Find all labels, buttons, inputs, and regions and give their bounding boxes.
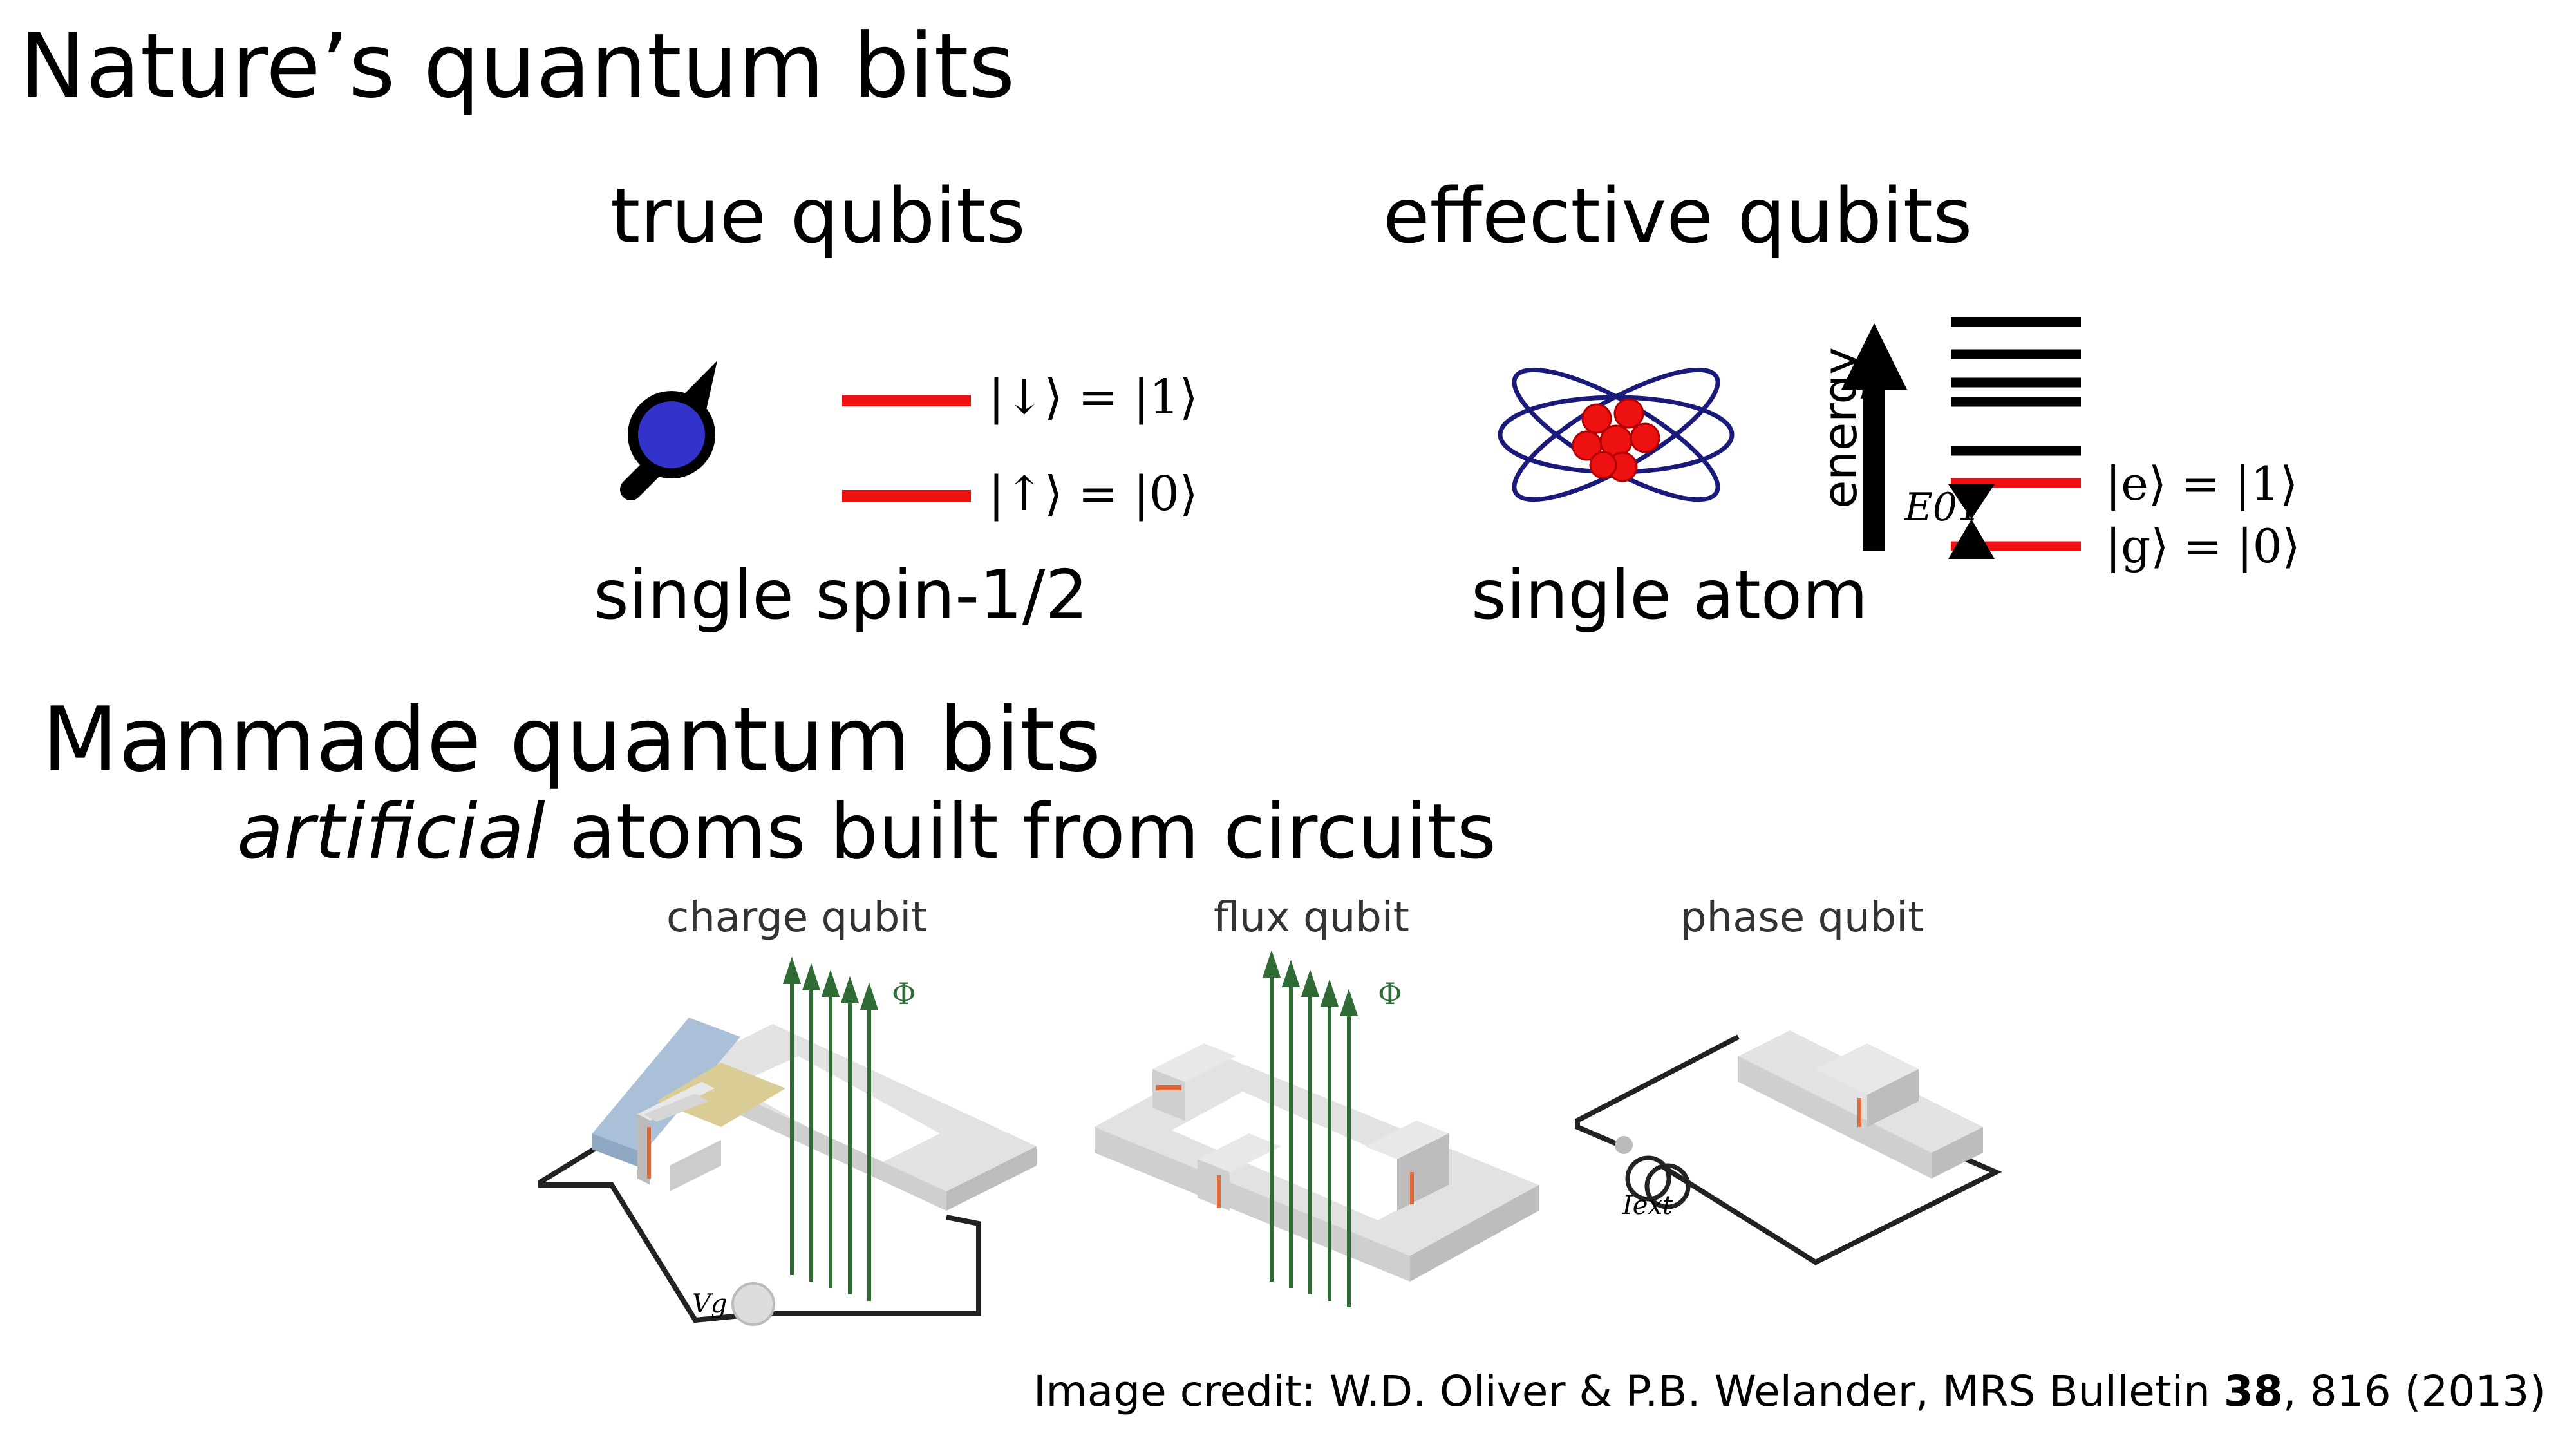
flux-arrow [821,969,840,997]
manmade-subtitle: artificial atoms built from circuits [237,793,1496,869]
manmade-title: Manmade quantum bits [42,688,1102,791]
flux-arrow [782,956,802,984]
flux-arrow [860,982,879,1010]
energy-gap-label: E01 [1904,485,1982,530]
spin-icon [620,361,717,500]
atom-icon [1498,367,1735,502]
true-qubits-heading: true qubits [610,171,1026,260]
vg-label: Vg [692,1289,728,1319]
page-title: Nature’s quantum bits [19,14,1015,118]
current-source-coils [1625,1155,1691,1209]
credit-suffix: , 816 (2013) [2282,1367,2546,1416]
subtitle-rest: atoms built from circuits [545,787,1496,876]
flux-arrow [840,976,860,1003]
flux-symbol-flux: Φ [1378,976,1402,1011]
atom-energy-diagram [1841,317,2081,559]
credit-volume: 38 [2223,1367,2283,1416]
iext-label: Iext [1622,1191,1673,1220]
atom-state-ground: |g⟩ = |0⟩ [2105,519,2300,573]
flux-symbol-charge: Φ [892,976,916,1011]
spin-state-up: |↑⟩ = |0⟩ [988,466,1198,522]
atom-label: single atom [1471,556,1868,634]
flux-qubit-diagram [1095,950,1539,1307]
spin-energy-levels [842,395,971,502]
flux-arrow [1320,979,1339,1007]
flux-qubit-label: flux qubit [1214,894,1409,942]
flux-arrow [1339,989,1359,1016]
effective-qubits-heading: effective qubits [1383,171,1973,260]
flux-arrow [1262,950,1281,978]
charge-qubit-diagram [538,956,1037,1326]
credit-prefix: Image credit: W.D. Oliver & P.B. Welande… [1033,1367,2224,1416]
phase-qubit-diagram [1575,1030,2002,1265]
image-credit: Image credit: W.D. Oliver & P.B. Welande… [1033,1370,2546,1413]
flux-arrow [1281,960,1301,987]
flux-arrow [1301,969,1320,997]
phase-qubit-label: phase qubit [1680,894,1924,942]
charge-qubit-label: charge qubit [666,894,928,942]
spin-label: single spin-1/2 [594,556,1089,634]
current-source-icon [1615,1136,1633,1154]
voltage-source-icon [731,1282,775,1326]
atom-state-excited: |e⟩ = |1⟩ [2105,457,2299,511]
spin-state-down: |↓⟩ = |1⟩ [988,370,1198,425]
subtitle-italic: artificial [237,787,545,876]
flux-arrow [802,963,821,990]
energy-axis-label: energy [1813,347,1867,509]
